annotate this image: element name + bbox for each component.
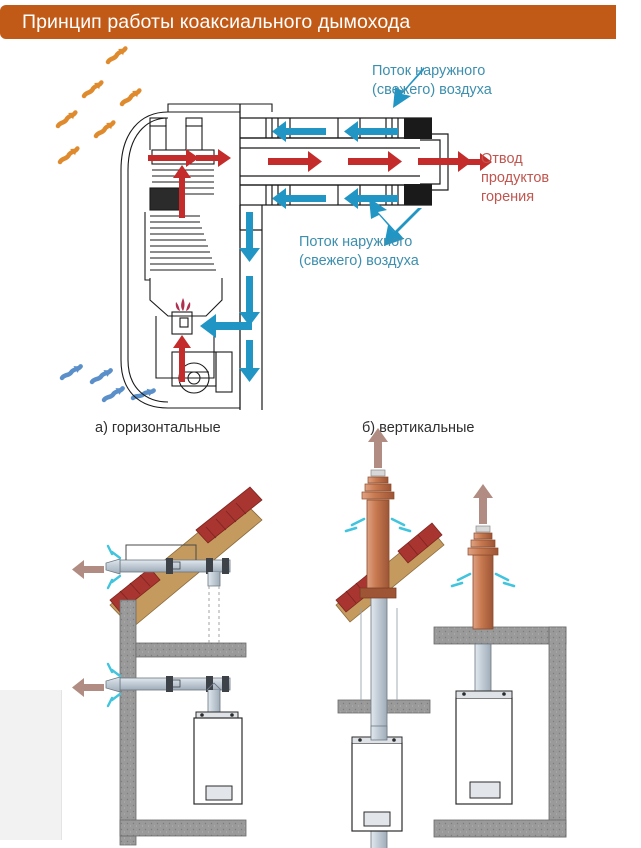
label-fresh-air-top: Поток наружного (свежего) воздуха (372, 63, 492, 98)
cold-air-arrows (60, 363, 155, 403)
boiler-body (120, 103, 273, 409)
flue-terminal-blocks (404, 118, 432, 205)
caption-vertical: б) вертикальные (362, 420, 475, 436)
variant-vertical-pitched-roof (335, 428, 445, 848)
intake-flow-arrows (200, 67, 424, 382)
bottom-left-panel (0, 690, 62, 840)
label-exhaust-products: Отвод продуктов горения (481, 151, 550, 205)
variant-vertical-flat-roof (433, 484, 567, 838)
flame-icon (175, 298, 191, 311)
page-title: Принцип работы коаксиального дымохода (22, 10, 411, 33)
label-fresh-air-bottom: Поток наружного (свежего) воздуха (299, 234, 419, 269)
page-title-banner: Принцип работы коаксиального дымохода (0, 5, 616, 39)
heat-radiation-arrows (56, 45, 142, 165)
caption-horizontal: а) горизонтальные (95, 420, 221, 436)
variant-horizontal-through-wall (72, 486, 263, 846)
